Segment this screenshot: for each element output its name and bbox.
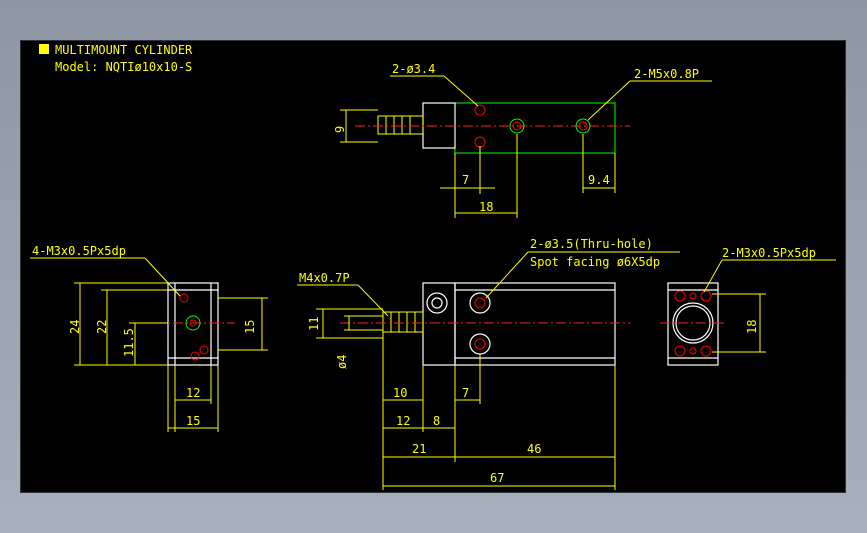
left-rod-hole <box>189 319 197 327</box>
dim-left-24: 24 <box>68 320 82 334</box>
dim-top-9-4: 9.4 <box>588 173 610 187</box>
model-text: Model: NQTIø10x10-S <box>55 60 192 74</box>
top-port <box>509 118 525 134</box>
top-view: 2-ø3.4 2-M5x0.8P 9 7 18 9.4 <box>333 62 712 218</box>
left-thread-hole <box>190 351 200 361</box>
dim-front-10: 10 <box>393 386 407 400</box>
dim-front-8: 8 <box>433 414 440 428</box>
left-thread-hole <box>199 345 209 355</box>
dim-left-12: 12 <box>186 386 200 400</box>
dim-left-15-bottom: 15 <box>186 414 200 428</box>
dim-front-12: 12 <box>396 414 410 428</box>
top-port <box>575 118 591 134</box>
front-thru-hole <box>474 297 486 309</box>
dim-left-11-5: 11.5 <box>122 328 136 357</box>
top-rod-nut <box>377 115 424 135</box>
callout-right: 2-M3x0.5Px5dp <box>722 246 816 260</box>
dim-top-7: 7 <box>462 173 469 187</box>
front-cap <box>422 282 456 366</box>
callout-thru-hole: 2-ø3.5(Thru-hole) <box>530 237 653 251</box>
title-text: MULTIMOUNT CYLINDER <box>55 43 193 57</box>
dim-front-11: 11 <box>307 317 321 331</box>
callout-left: 4-M3x0.5Px5dp <box>32 244 126 258</box>
top-hole <box>474 104 486 116</box>
dim-front-phi4: ø4 <box>335 355 349 369</box>
right-thread-hole <box>700 290 712 302</box>
callout-hole-top: 2-ø3.4 <box>392 62 435 76</box>
top-body-outline <box>454 102 616 154</box>
drawing-canvas[interactable] <box>20 40 846 493</box>
dim-front-21: 21 <box>412 442 426 456</box>
right-thread-hole <box>674 290 686 302</box>
callout-spot-facing: Spot facing ø6X5dp <box>530 255 660 269</box>
front-cap-bolt <box>431 297 443 309</box>
dim-top-18: 18 <box>479 200 493 214</box>
top-hole <box>474 136 486 148</box>
title-marker-icon <box>39 44 49 54</box>
dim-front-46: 46 <box>527 442 541 456</box>
front-rod-nut <box>382 311 424 333</box>
left-view: 4-M3x0.5Px5dp 24 22 11.5 15 12 15 <box>30 244 268 432</box>
front-thru-hole <box>474 338 486 350</box>
left-thread-hole <box>179 293 189 303</box>
front-body <box>454 282 616 366</box>
front-view: M4x0.7P 2-ø3.5(Thru-hole) Spot facing ø6… <box>297 237 680 490</box>
left-body <box>167 282 219 366</box>
dim-front-7: 7 <box>462 386 469 400</box>
dim-front-67: 67 <box>490 471 504 485</box>
right-body <box>667 282 719 366</box>
callout-thread: M4x0.7P <box>299 271 350 285</box>
callout-port-top: 2-M5x0.8P <box>634 67 699 81</box>
dim-left-15-side: 15 <box>243 320 257 334</box>
dim-left-22: 22 <box>95 320 109 334</box>
dim-right-18: 18 <box>745 320 759 334</box>
right-view: 2-M3x0.5Px5dp 18 <box>660 246 836 366</box>
dim-top-height: 9 <box>333 126 347 133</box>
